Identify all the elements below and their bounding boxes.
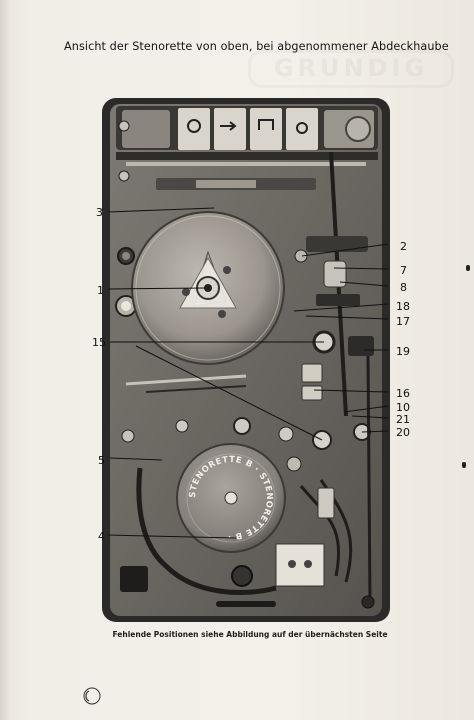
button-4 — [286, 108, 318, 150]
page-caption: Fehlende Positionen siehe Abbildung auf … — [112, 630, 388, 639]
button-1 — [178, 108, 210, 150]
callout-17: 17 — [396, 315, 410, 328]
margin-hole-mark — [466, 265, 470, 271]
forward-arrow-icon — [220, 121, 237, 131]
callout-1: 1 — [97, 284, 104, 297]
callout-8: 8 — [400, 281, 407, 294]
callout-5: 5 — [98, 454, 105, 467]
callout-19: 19 — [396, 345, 410, 358]
callout-7: 7 — [400, 264, 407, 277]
callout-18: 18 — [396, 300, 410, 313]
callout-4: 4 — [98, 530, 105, 543]
callout-16: 16 — [396, 387, 410, 400]
record-icon — [187, 119, 201, 133]
callout-10: 10 — [396, 401, 410, 414]
page-edge-shadow — [0, 0, 10, 720]
callout-3: 3 — [96, 206, 103, 219]
device-photo: STENORETTE B · STENORETTE B · — [102, 98, 390, 622]
stop-icon — [258, 119, 274, 130]
callout-15: 15 — [92, 336, 106, 349]
callout-21: 21 — [396, 413, 410, 426]
button-3 — [250, 108, 282, 150]
grundig-logo-icon — [83, 687, 101, 705]
show-through-logo: GRUNDIG — [248, 50, 454, 88]
margin-hole-mark — [462, 462, 466, 468]
page-heading: Ansicht der Stenorette von oben, bei abg… — [64, 40, 449, 53]
rewind-icon — [296, 122, 308, 134]
leader-lines — [107, 207, 389, 539]
callout-2: 2 — [400, 240, 407, 253]
callout-20: 20 — [396, 426, 410, 439]
